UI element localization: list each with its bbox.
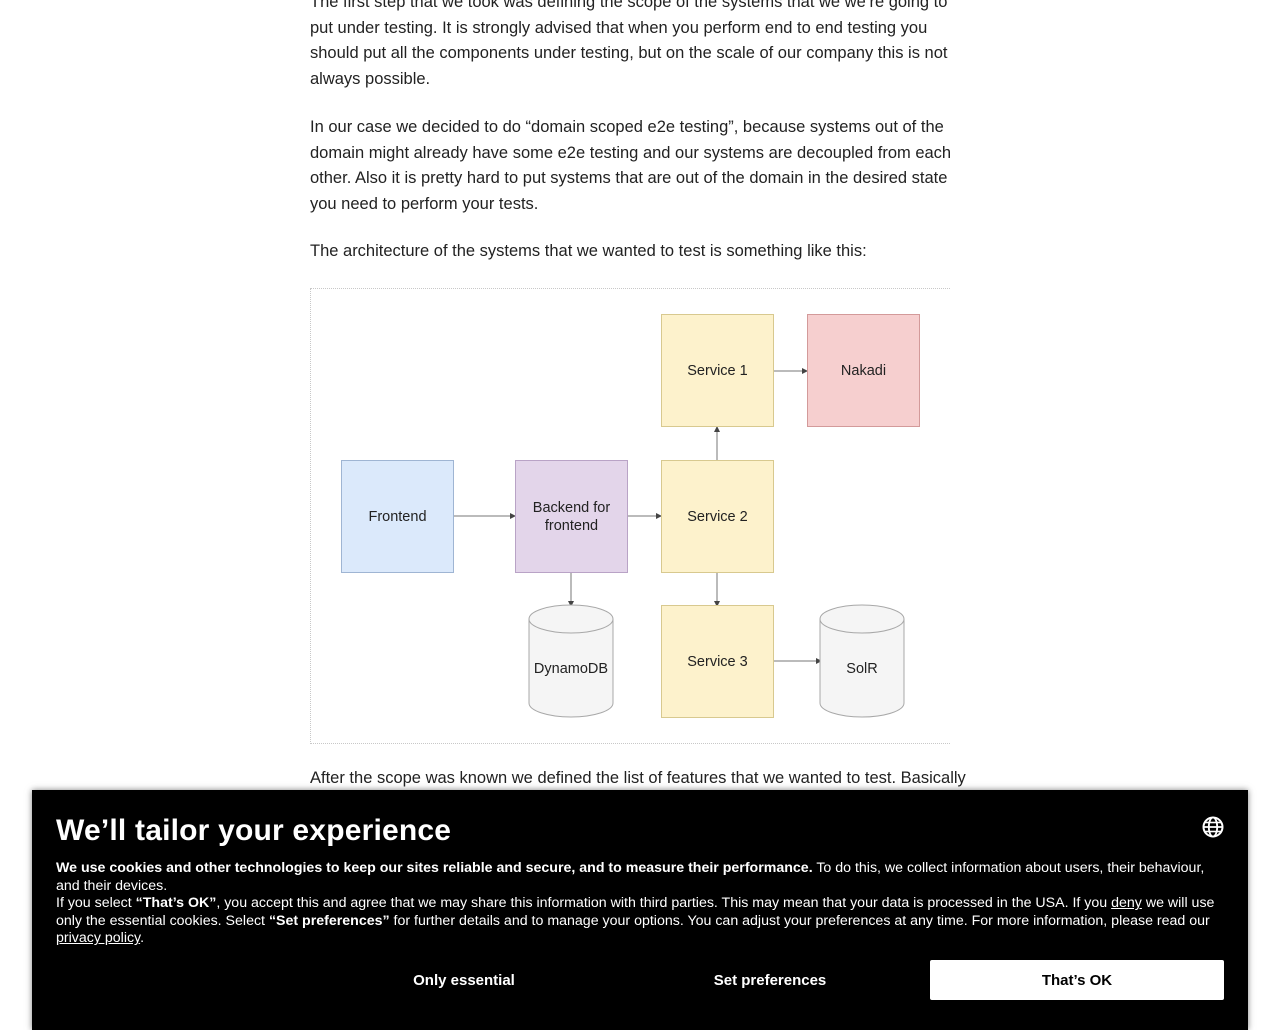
set-preferences-button[interactable]: Set preferences	[623, 960, 917, 1000]
only-essential-button[interactable]: Only essential	[317, 960, 611, 1000]
cookie-text-ok-ref: “That’s OK”	[135, 895, 217, 912]
paragraph-architecture-intro: The architecture of the systems that we …	[310, 242, 867, 260]
privacy-policy-link[interactable]: privacy policy	[56, 930, 141, 947]
cookie-consent-banner: We’ll tailor your experience We use cook…	[32, 790, 1248, 1030]
cookie-text-segment: for further details and to manage your o…	[389, 912, 1210, 929]
dynamodb-cylinder	[528, 604, 614, 718]
node-dynamodb-label: DynamoDB	[533, 661, 609, 677]
paragraph-scope: The first step that we took was defining…	[310, 0, 948, 88]
cookie-text-segment: If you select	[56, 895, 136, 912]
cookie-text-segment: we will use only the essential cookies. …	[56, 895, 1215, 929]
cookie-text-segment: , you accept this and agree that we may …	[216, 895, 1112, 912]
cookie-text-segment: .	[140, 930, 145, 947]
cookie-lead-bold: We use cookies and other technologies to…	[56, 860, 813, 876]
cookie-banner-text: We use cookies and other technologies to…	[56, 860, 1226, 948]
diagram-connectors	[454, 368, 905, 718]
node-service-2: Service 2	[661, 460, 774, 573]
node-service-3: Service 3	[661, 605, 774, 718]
cookie-banner-title: We’ll tailor your experience	[56, 814, 452, 847]
paragraph-domain-scoped: In our case we decided to do “domain sco…	[310, 118, 952, 213]
cookie-text-prefs-ref: “Set preferences”	[268, 912, 390, 929]
node-service-1: Service 1	[661, 314, 774, 427]
cookie-lead-rest: To do this, we collect information about…	[56, 860, 1205, 894]
node-nakadi: Nakadi	[807, 314, 920, 427]
globe-icon[interactable]	[1201, 815, 1225, 839]
paragraph-features: After the scope was known we defined the…	[310, 769, 966, 787]
node-backend-for-frontend: Backend for frontend	[515, 460, 628, 573]
node-solr-label: SolR	[846, 661, 878, 677]
architecture-diagram: Service 1 Nakadi Frontend Backend for fr…	[310, 288, 950, 744]
deny-link[interactable]: deny	[1111, 895, 1142, 912]
solr-cylinder	[819, 604, 905, 718]
thats-ok-button[interactable]: That’s OK	[930, 960, 1224, 1000]
node-frontend: Frontend	[341, 460, 454, 573]
